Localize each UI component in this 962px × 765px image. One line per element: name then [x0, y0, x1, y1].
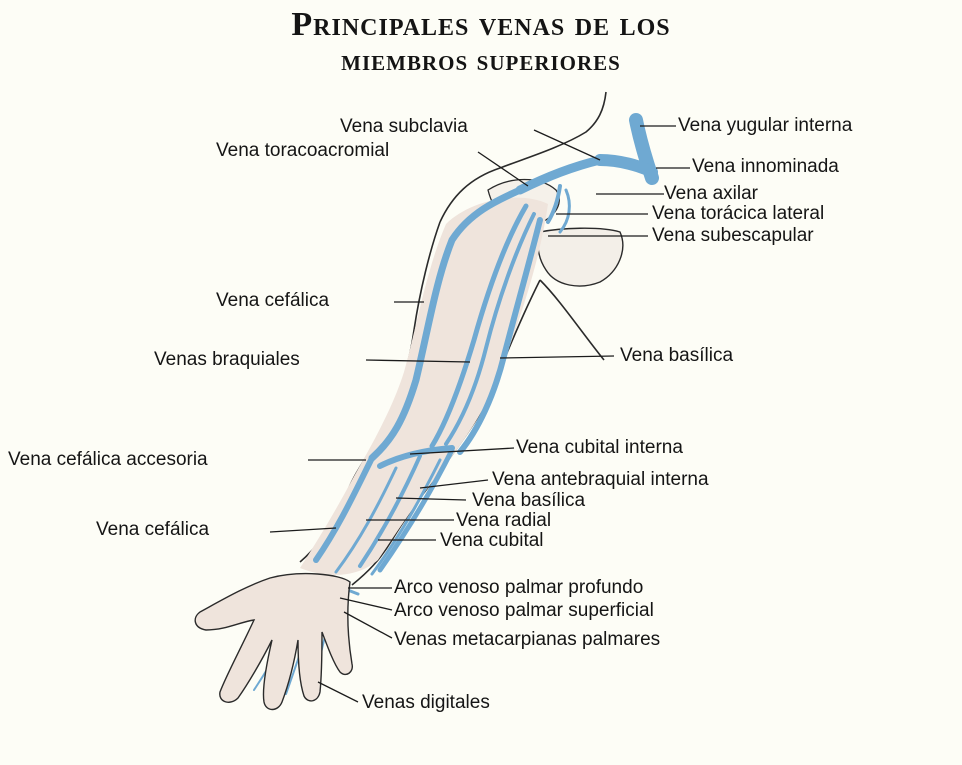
label-vena-subclavia: Vena subclavia — [340, 116, 468, 138]
label-vena-cefalica-upper: Vena cefálica — [216, 290, 329, 312]
scapula-shape — [538, 228, 623, 286]
label-vena-basilica-upper: Vena basílica — [620, 345, 733, 367]
label-venas-digitales: Venas digitales — [362, 692, 490, 714]
label-vena-cefalica-accesoria: Vena cefálica accesoria — [8, 449, 208, 471]
label-arco-venoso-palmar-profundo: Arco venoso palmar profundo — [394, 577, 643, 599]
axilla-outline — [540, 280, 604, 360]
label-vena-subescapular: Vena subescapular — [652, 225, 814, 247]
label-vena-toracica-lateral: Vena torácica lateral — [652, 203, 824, 225]
label-vena-cubital-interna: Vena cubital interna — [516, 437, 683, 459]
label-vena-antebraquial-interna: Vena antebraquial interna — [492, 469, 709, 491]
label-vena-cefalica-lower: Vena cefálica — [96, 519, 209, 541]
label-venas-metacarpianas-palmares: Venas metacarpianas palmares — [394, 629, 660, 651]
label-vena-axilar: Vena axilar — [664, 183, 758, 205]
label-vena-basilica-lower: Vena basílica — [472, 490, 585, 512]
label-vena-yugular-interna: Vena yugular interna — [678, 115, 852, 137]
hand-outline — [195, 574, 352, 710]
leader-toracoacromial — [478, 152, 528, 186]
leader-basilica-upper — [500, 356, 614, 358]
label-vena-radial: Vena radial — [456, 510, 551, 532]
label-vena-toracoacromial: Vena toracoacromial — [216, 140, 389, 162]
leader-subclavia — [534, 130, 600, 160]
label-venas-braquiales: Venas braquiales — [154, 349, 300, 371]
label-vena-innominada: Vena innominada — [692, 156, 839, 178]
leader-digitales — [318, 682, 358, 702]
vein-subescapular — [560, 190, 569, 232]
leader-metacarpianas — [344, 612, 392, 638]
label-vena-cubital: Vena cubital — [440, 530, 544, 552]
label-arco-venoso-palmar-superficial: Arco venoso palmar superficial — [394, 600, 654, 622]
